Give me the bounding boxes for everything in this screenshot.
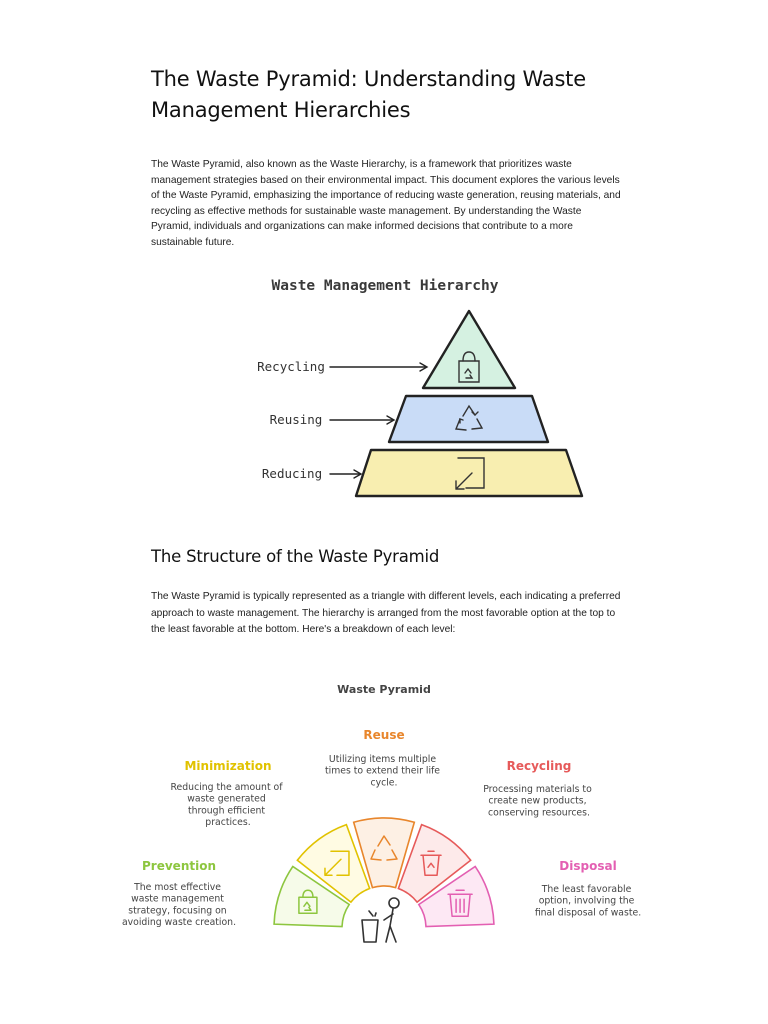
prevention-title: Prevention <box>142 859 216 873</box>
disposal-desc-line: option, involving the <box>539 896 635 907</box>
disposal-desc: The least favorable option, involving th… <box>535 884 641 918</box>
prevention-desc-line: waste management <box>131 894 224 905</box>
minimization-desc-line: Reducing the amount of <box>171 782 284 793</box>
reuse-desc-line: cycle. <box>371 777 398 788</box>
section-paragraph: The Waste Pyramid is typically represent… <box>151 591 621 635</box>
fan-segments <box>273 817 495 928</box>
document-title: The Waste Pyramid: Understanding Waste M… <box>151 67 586 122</box>
bin-recycle-icon <box>298 889 318 915</box>
recycling-desc-line: create new products, <box>488 796 586 807</box>
recycling-desc-line: Processing materials to <box>483 784 592 795</box>
level-label-recycling: Recycling <box>257 359 325 374</box>
minimization-desc-line: through efficient <box>188 805 265 816</box>
level-label-reusing: Reusing <box>270 412 323 427</box>
arrow-reusing <box>329 415 396 425</box>
prevention-desc-line: avoiding waste creation. <box>122 917 236 928</box>
recycle-arrows-icon <box>370 835 398 861</box>
figure1-title: Waste Management Hierarchy <box>272 278 499 294</box>
fan-segment-disposal <box>417 865 495 928</box>
section-heading: The Structure of the Waste Pyramid <box>151 547 440 566</box>
shrink-arrow-icon <box>455 457 485 490</box>
recycle-bin-icon <box>420 850 442 877</box>
fan-segment-minimization <box>296 823 371 904</box>
disposal-desc-line: The least favorable <box>541 884 632 895</box>
label-recycling: Recycling Processing materials to create… <box>483 759 595 818</box>
disposal-desc-line: final disposal of waste. <box>535 907 641 918</box>
waste-pyramid-figure: Waste Pyramid Prevention The most effect… <box>122 683 641 943</box>
recycle-arrows-icon <box>455 404 484 431</box>
bin-recycle-icon <box>458 351 480 383</box>
recycling-title: Recycling <box>507 759 572 773</box>
minimization-desc-line: waste generated <box>187 794 266 805</box>
fan-segment-reuse <box>352 817 416 889</box>
trash-can-icon <box>447 889 473 918</box>
intro-paragraph: The Waste Pyramid, also known as the Was… <box>151 159 621 248</box>
reuse-title: Reuse <box>363 728 404 742</box>
shrink-arrow-icon <box>324 850 350 877</box>
label-disposal: Disposal The least favorable option, inv… <box>535 859 641 918</box>
arrow-reducing <box>329 469 363 479</box>
reuse-desc: Utilizing items multiple times to extend… <box>325 754 443 788</box>
minimization-title: Minimization <box>184 759 271 773</box>
label-reuse: Reuse Utilizing items multiple times to … <box>325 728 443 788</box>
disposal-title: Disposal <box>559 859 616 873</box>
pyramid-tier-recycling <box>421 309 517 390</box>
label-prevention: Prevention The most effective waste mana… <box>122 859 236 928</box>
figure2-title: Waste Pyramid <box>337 683 431 696</box>
minimization-desc: Reducing the amount of waste generated t… <box>171 782 286 828</box>
reuse-desc-line: times to extend their life <box>325 766 440 777</box>
pyramid-tier-reusing <box>387 394 550 444</box>
pyramid-tier-reducing <box>354 448 584 498</box>
prevention-desc-line: The most effective <box>133 882 221 893</box>
reuse-desc-line: Utilizing items multiple <box>329 754 436 765</box>
arrow-recycling <box>329 362 429 372</box>
prevention-desc-line: strategy, focusing on <box>128 905 227 916</box>
fan-segment-recycling <box>397 823 472 904</box>
recycling-desc: Processing materials to create new produ… <box>483 784 595 818</box>
level-label-reducing: Reducing <box>262 466 322 481</box>
person-disposing-waste-icon <box>361 897 400 943</box>
recycling-desc-line: conserving resources. <box>488 807 590 818</box>
waste-hierarchy-figure: Waste Management Hierarchy Recycling <box>257 278 584 498</box>
fan-segment-prevention <box>273 865 351 928</box>
minimization-desc-line: practices. <box>205 817 250 828</box>
prevention-desc: The most effective waste management stra… <box>122 882 236 928</box>
label-minimization: Minimization Reducing the amount of wast… <box>171 759 286 828</box>
